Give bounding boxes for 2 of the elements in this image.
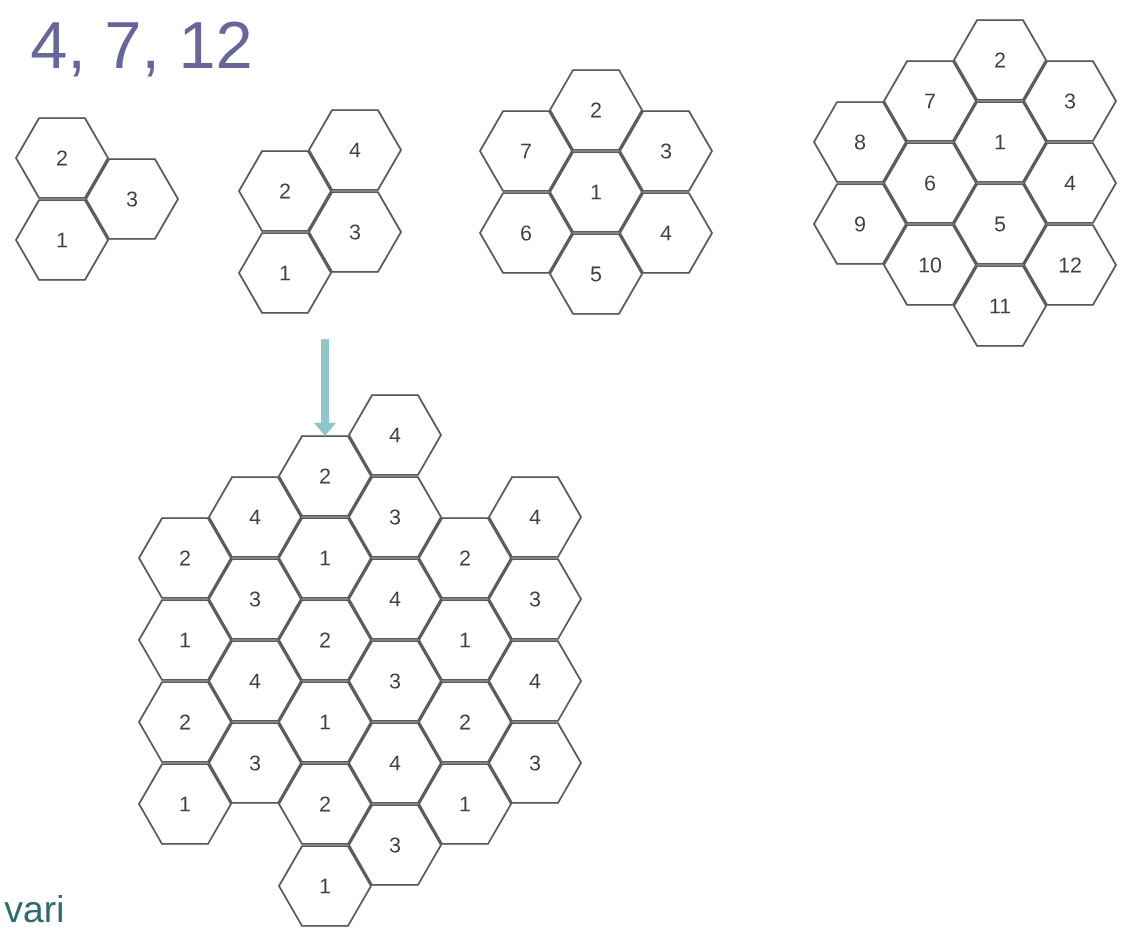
title: 4, 7, 12 xyxy=(31,21,250,77)
footer-text: vari xyxy=(4,894,62,923)
